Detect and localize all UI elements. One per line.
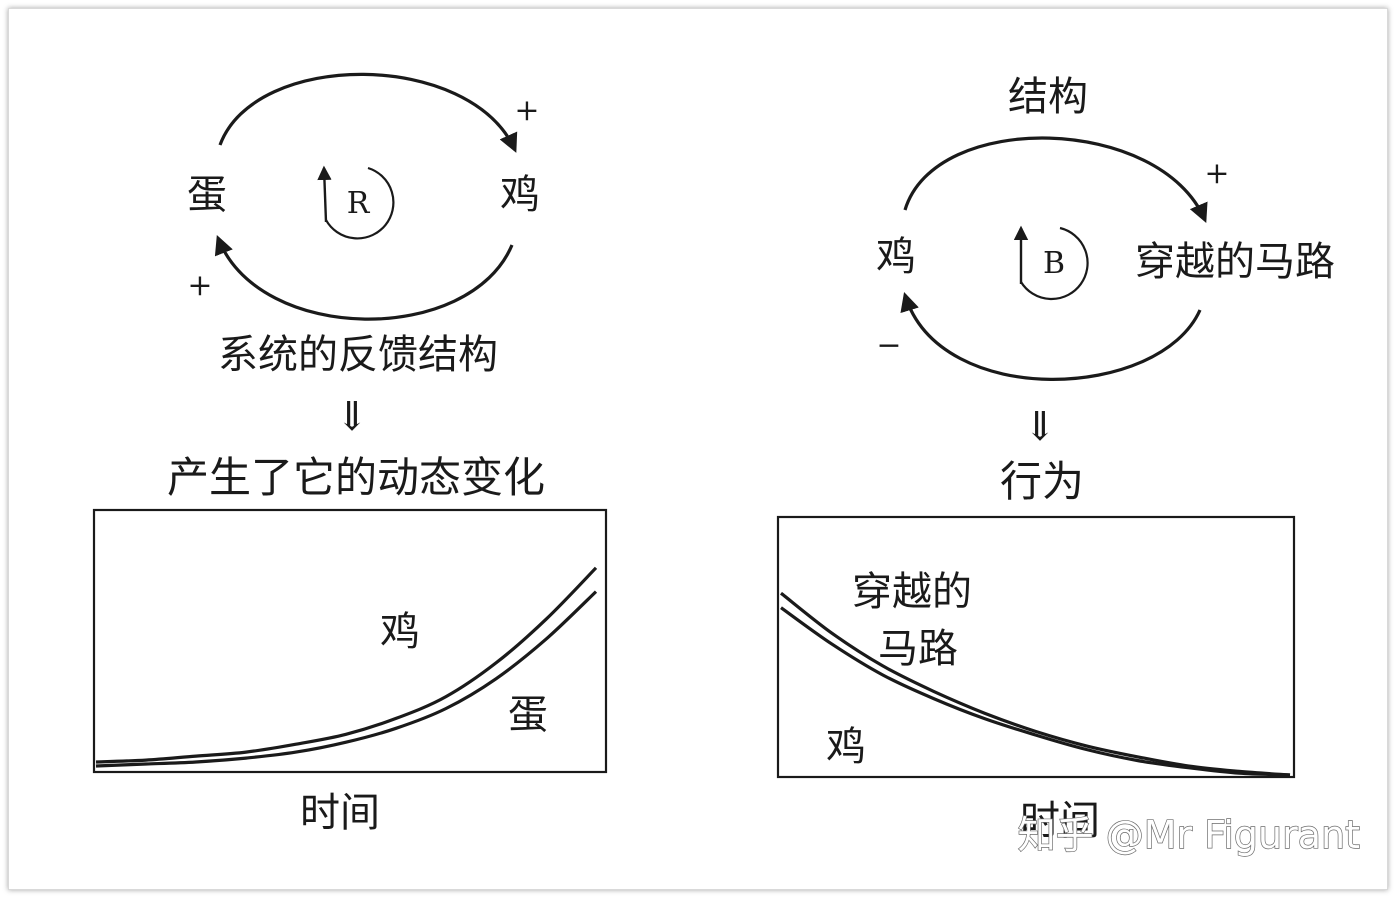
right-chart-xlabel: 时间 xyxy=(1020,798,1100,844)
left-loop-symbol-arrow xyxy=(317,165,332,223)
left-chart: 鸡 蛋 时间 xyxy=(92,508,608,836)
figure-frame xyxy=(8,8,1388,890)
left-loop-diagram: 蛋 鸡 + + R 系统的反馈结构 ⇓ 产生了它的动态变化 xyxy=(167,72,545,502)
right-chart-line-road xyxy=(780,591,1291,777)
left-down-arrow: ⇓ xyxy=(335,394,369,440)
right-chart-line-chicken xyxy=(780,606,1291,777)
right-loop-symbol-b: B xyxy=(1043,246,1065,281)
right-chart-label-road-line2: 马路 xyxy=(878,626,958,672)
right-loop-diagram: 结构 鸡 穿越的马路 + − B ⇓ 行为 xyxy=(876,74,1335,506)
right-chart: 穿越的 马路 鸡 时间 xyxy=(776,515,1296,844)
right-loop-symbol-circle xyxy=(1020,226,1089,301)
left-chart-frame xyxy=(92,508,608,774)
left-chart-line-chicken xyxy=(95,566,598,764)
left-result-title: 产生了它的动态变化 xyxy=(167,453,545,502)
left-caption: 系统的反馈结构 xyxy=(218,332,498,378)
right-sign-top: + xyxy=(1204,156,1229,191)
right-node-chicken: 鸡 xyxy=(876,234,916,280)
left-node-chicken: 鸡 xyxy=(500,172,540,218)
left-loop-bottom-arrow xyxy=(214,235,514,321)
left-sign-top: + xyxy=(514,93,539,128)
left-loop-symbol-circle xyxy=(325,166,395,240)
left-node-egg: 蛋 xyxy=(187,172,227,218)
right-result-title: 行为 xyxy=(1000,457,1084,506)
right-loop-bottom-arrow xyxy=(900,291,1202,381)
right-chart-label-chicken: 鸡 xyxy=(826,724,866,770)
right-node-road: 穿越的马路 xyxy=(1135,239,1335,285)
right-loop-top-arrow xyxy=(903,136,1208,223)
right-down-arrow: ⇓ xyxy=(1023,404,1057,450)
right-sign-bottom: − xyxy=(876,328,901,363)
right-chart-label-road-line1: 穿越的 xyxy=(852,569,972,615)
left-loop-symbol-r: R xyxy=(347,186,371,221)
left-chart-xlabel: 时间 xyxy=(300,790,380,836)
watermark: 知乎 @Mr Figurant xyxy=(1018,813,1360,857)
right-chart-frame xyxy=(776,515,1296,779)
left-loop-top-arrow xyxy=(218,72,518,153)
left-sign-bottom: + xyxy=(187,268,212,303)
left-chart-label-chicken: 鸡 xyxy=(380,609,420,655)
right-structure-title: 结构 xyxy=(1008,74,1088,120)
left-chart-label-egg: 蛋 xyxy=(508,692,548,738)
left-chart-line-egg xyxy=(95,590,598,768)
